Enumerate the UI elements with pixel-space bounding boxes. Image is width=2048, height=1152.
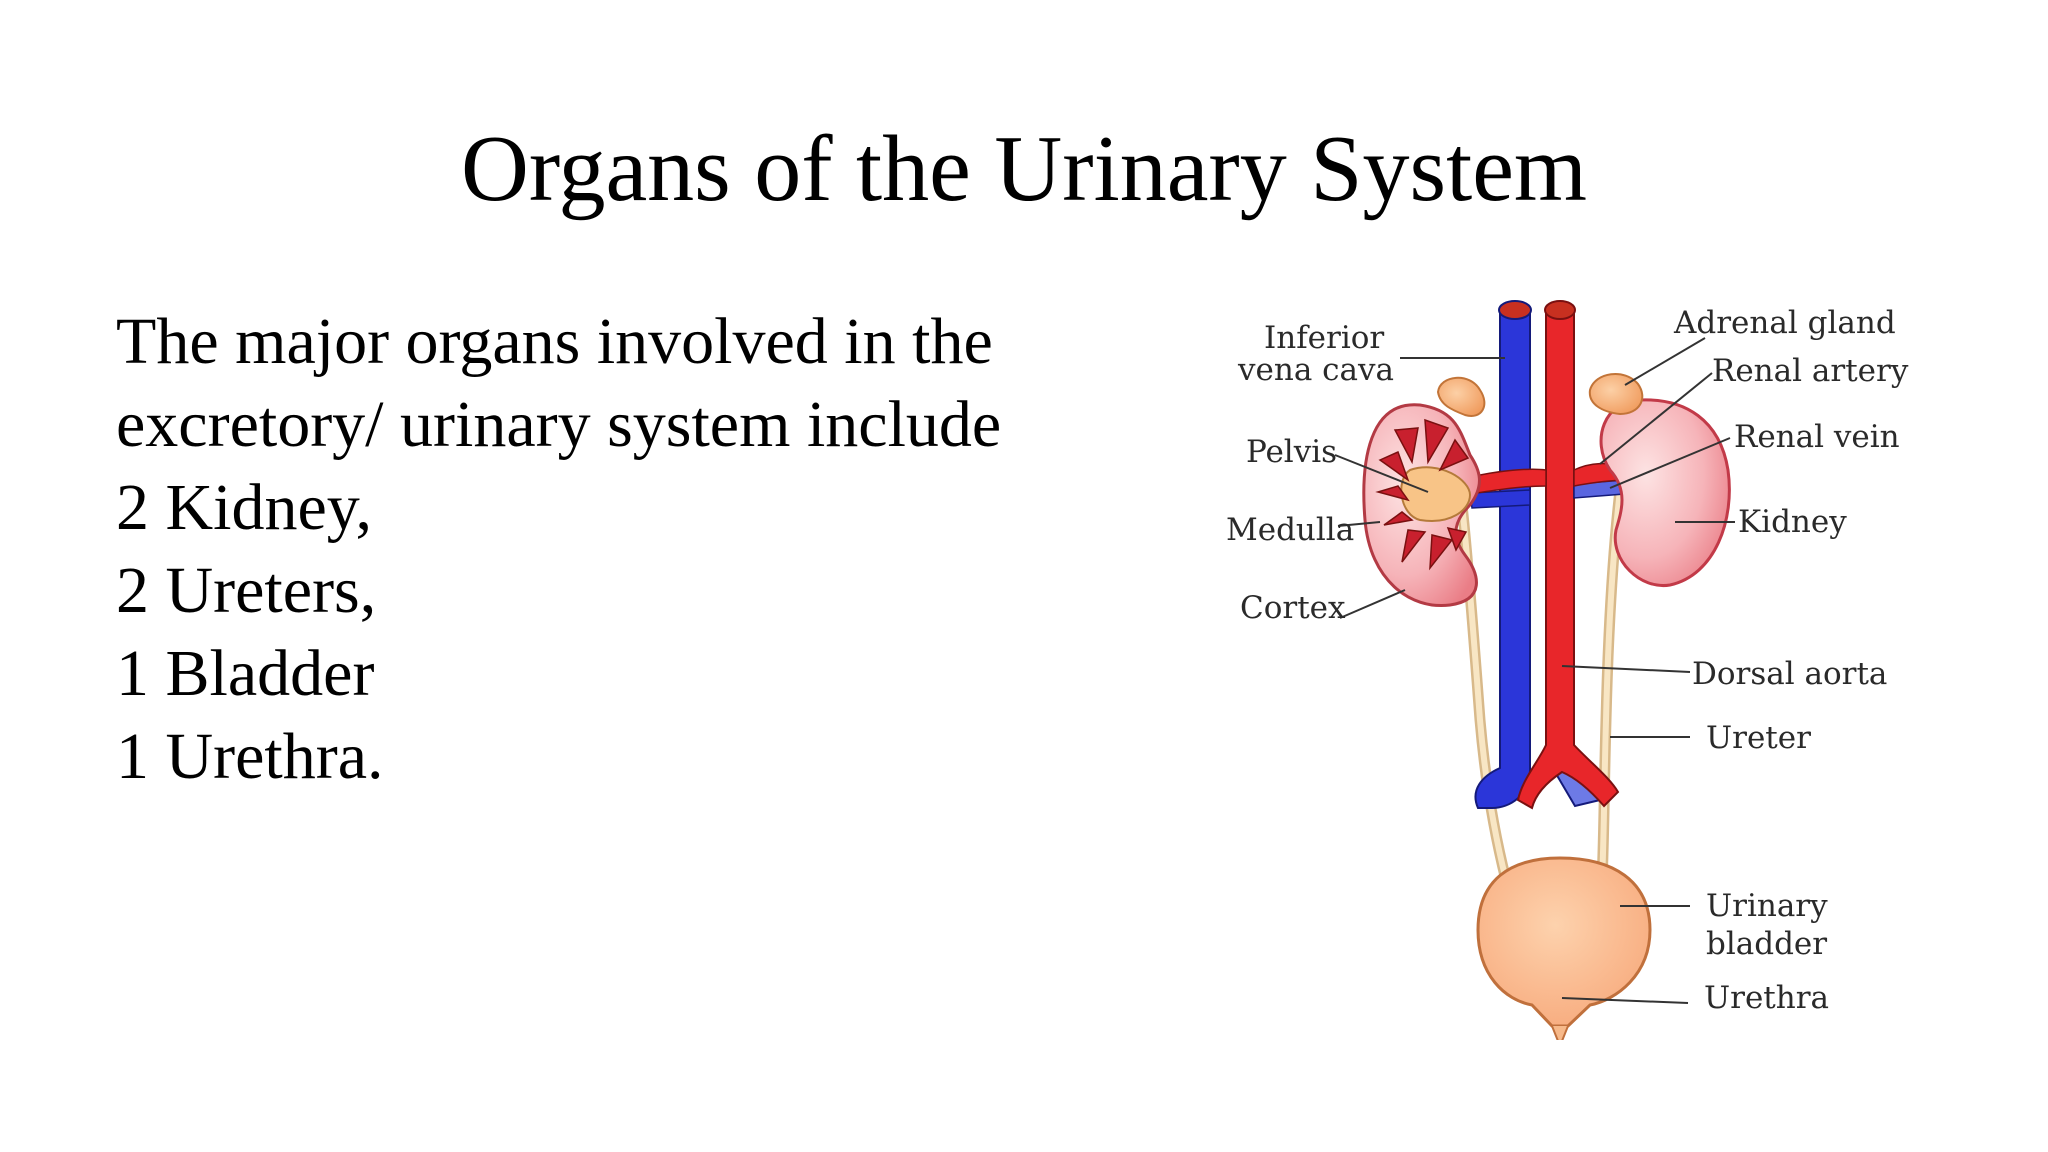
body-line-5: 1 Bladder: [116, 637, 375, 710]
right-kidney: [1599, 398, 1731, 588]
label-cortex: Cortex: [1240, 590, 1346, 626]
lead-cortex: [1339, 589, 1406, 619]
label-pelvis: Pelvis: [1246, 434, 1337, 470]
label-adrenal-gland: Adrenal gland: [1673, 305, 1896, 341]
lead-urethra: [1561, 997, 1689, 1004]
lead-adrenal: [1624, 337, 1706, 386]
label-ureter: Ureter: [1706, 720, 1811, 756]
label-urinary-bladder-2: bladder: [1706, 926, 1827, 962]
label-urethra: Urethra: [1704, 980, 1829, 1016]
dorsal-aorta: [1516, 309, 1620, 810]
vena-cava-top: [1498, 300, 1532, 320]
slide-title: Organs of the Urinary System: [460, 117, 1588, 221]
lead-medulla: [1337, 521, 1381, 527]
body-line-1: The major organs involved in the: [116, 305, 993, 378]
body-line-6: 1 Urethra.: [116, 720, 384, 793]
urethra: [1551, 1025, 1569, 1040]
aorta-top: [1544, 300, 1576, 320]
lead-dorsal-aorta: [1561, 665, 1691, 673]
body-line-2: excretory/ urinary system include: [116, 388, 1002, 461]
right-ureter-inner: [1599, 489, 1623, 881]
right-adrenal-gland: [1588, 372, 1644, 416]
urinary-system-diagram: Inferior vena cava Adrenal gland Renal a…: [1226, 300, 1909, 1040]
left-kidney-section: [1362, 403, 1481, 608]
body-line-4: 2 Ureters,: [116, 554, 377, 627]
label-urinary-bladder-1: Urinary: [1706, 888, 1828, 924]
label-inferior-vena-cava-1: Inferior: [1264, 320, 1384, 356]
label-renal-artery: Renal artery: [1712, 353, 1909, 389]
label-inferior-vena-cava-2: vena cava: [1237, 352, 1394, 388]
left-renal-artery: [1465, 468, 1547, 495]
lead-renal-vein: [1609, 437, 1731, 489]
lead-pelvis: [1334, 454, 1429, 493]
label-dorsal-aorta: Dorsal aorta: [1692, 656, 1887, 692]
body-text: The major organs involved in the excreto…: [116, 300, 1001, 798]
label-renal-vein: Renal vein: [1734, 419, 1900, 455]
left-adrenal-gland: [1436, 376, 1486, 417]
body-line-3: 2 Kidney,: [116, 471, 373, 544]
label-medulla: Medulla: [1226, 512, 1354, 548]
lead-renal-artery: [1599, 372, 1713, 465]
label-kidney: Kidney: [1738, 504, 1847, 540]
